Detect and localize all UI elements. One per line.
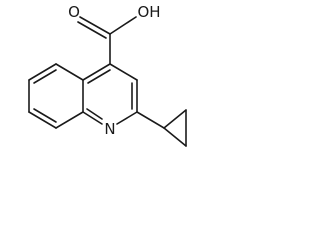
bond-c4a-c4-inner xyxy=(87,69,111,84)
bond-carbonyl-1 xyxy=(79,16,111,35)
bond-c5-c6-inner xyxy=(33,69,57,84)
hydroxyl-label: OH xyxy=(137,3,160,21)
bond-c2-n xyxy=(116,111,138,125)
ring-nitrogen-label: N xyxy=(104,120,115,138)
bond-n-c8a-inner xyxy=(86,108,103,120)
carbonyl-oxygen-label: O xyxy=(68,3,80,21)
bond-carbonyl-2 xyxy=(77,21,107,39)
bond-c2-cyclopropyl xyxy=(136,111,165,129)
bond-c5-c6 xyxy=(28,63,57,81)
structure-canvas: O OH N xyxy=(28,3,187,147)
bond-c4-c3 xyxy=(109,63,138,81)
bond-c7-c8 xyxy=(28,111,57,129)
chemical-structure: O OH N xyxy=(28,3,187,147)
bond-cyclopropyl-c xyxy=(163,127,187,147)
bond-c4a-c4 xyxy=(82,63,111,81)
bond-c8-c8a xyxy=(55,111,84,129)
bond-c4a-c5 xyxy=(55,63,84,81)
bond-cyclopropyl-a xyxy=(163,109,187,129)
bond-c7-c8-inner xyxy=(33,108,57,123)
bond-carboxyl-oh xyxy=(109,16,137,35)
bond-n-c8a xyxy=(82,111,103,125)
